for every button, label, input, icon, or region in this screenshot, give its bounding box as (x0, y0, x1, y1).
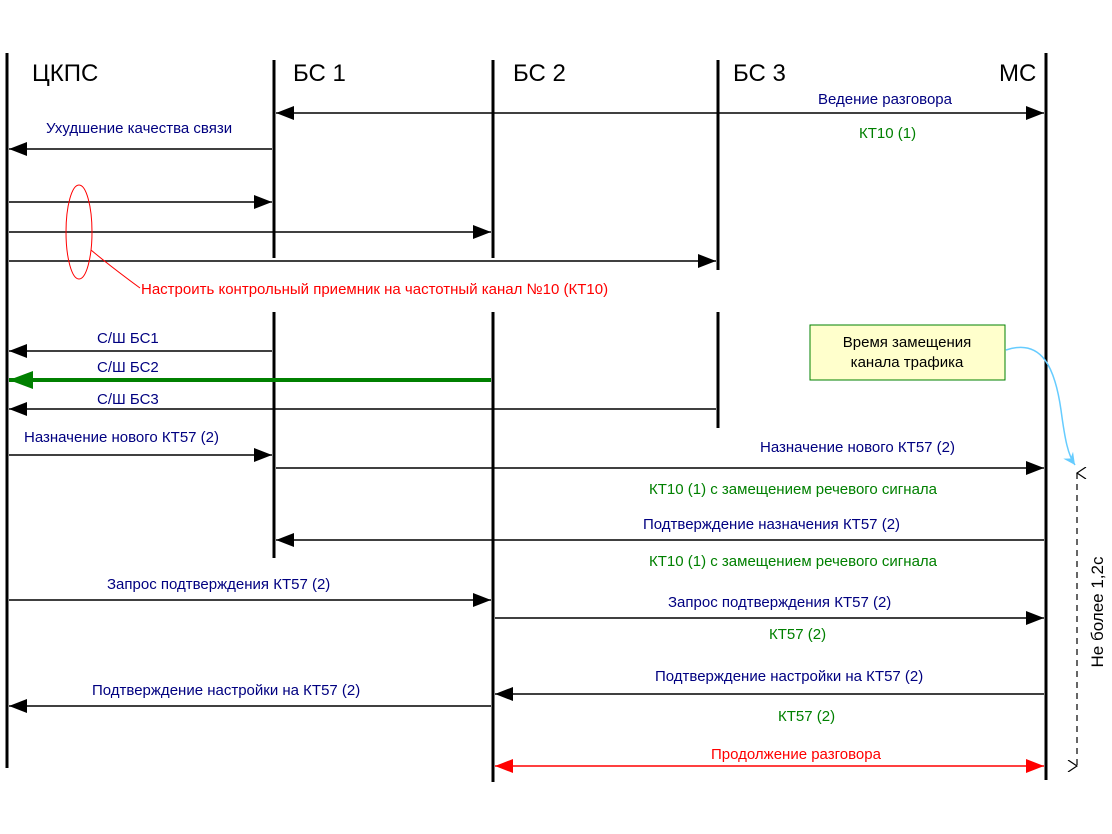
note-line1: Время замещения (843, 334, 971, 351)
highlight-ellipse (65, 184, 93, 280)
note-line2: канала трафика (851, 354, 964, 371)
label-request-confirm-right: Запрос подтверждения КТ57 (2) (668, 594, 891, 611)
header-bs2: БС 2 (513, 60, 566, 87)
highlight-leader (90, 249, 141, 289)
header-bs3: БС 3 (733, 60, 786, 87)
header-mscc: ЦКПС (32, 60, 98, 87)
label-assign-new-left: Назначение нового КТ57 (2) (24, 429, 219, 446)
label-sn-bs3: С/Ш БС3 (97, 391, 159, 408)
label-quality-degradation: Ухудшение качества связи (46, 120, 232, 137)
note-callout-arrow (1005, 346, 1076, 466)
label-sn-bs1: С/Ш БС1 (97, 330, 159, 347)
note-box (809, 324, 1006, 381)
label-request-confirm-left: Запрос подтверждения КТ57 (2) (107, 576, 330, 593)
label-tune-receiver: Настроить контрольный приемник на частот… (141, 281, 608, 298)
label-kt10-voice-2: КТ10 (1) с замещением речевого сигнала (649, 553, 938, 570)
label-kt57-a: КТ57 (2) (769, 626, 826, 643)
header-ms: МС (999, 60, 1036, 87)
label-sn-bs2: С/Ш БС2 (97, 359, 159, 376)
label-time-limit: Не более 1,2с (1088, 556, 1107, 667)
label-tuning-confirm-right: Подтверждение настройки на КТ57 (2) (655, 668, 923, 685)
label-kt10-voice-1: КТ10 (1) с замещением речевого сигнала (649, 481, 938, 498)
label-tuning-confirm-left: Подтверждение настройки на КТ57 (2) (92, 682, 360, 699)
label-kt57-b: КТ57 (2) (778, 708, 835, 725)
label-confirm-assign: Подтверждение назначения КТ57 (2) (643, 516, 900, 533)
label-assign-new-right: Назначение нового КТ57 (2) (760, 439, 955, 456)
header-bs1: БС 1 (293, 60, 346, 87)
label-continue-conversation: Продолжение разговора (711, 746, 882, 763)
label-conversation: Ведение разговора (818, 91, 953, 108)
label-kt10-1: КТ10 (1) (859, 125, 916, 142)
